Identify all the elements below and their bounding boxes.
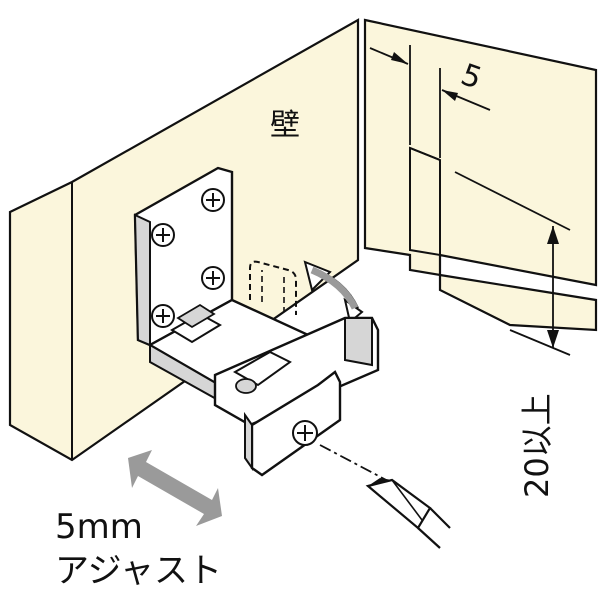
adjust-amount-label: 5mm — [55, 507, 143, 547]
phillips-screw-icon — [292, 420, 318, 446]
notch-top-edge — [409, 147, 441, 161]
door-panel — [363, 18, 598, 332]
latch-spring — [235, 378, 257, 394]
gap-arrowhead-right — [442, 90, 458, 101]
catch-pin-ghost — [249, 260, 297, 315]
screw-axis-line — [319, 444, 391, 483]
screwdriver-guide — [319, 444, 451, 549]
phillips-screw-icon — [201, 266, 225, 290]
slot-shadow — [176, 303, 216, 329]
height-extension-top — [454, 171, 571, 231]
catch-pin-ghost-inner — [261, 270, 285, 312]
adjust-arrow — [128, 450, 222, 526]
latch-housing-side — [344, 317, 373, 367]
height-requirement-label: 20以上 — [518, 393, 556, 498]
double-arrow-icon — [310, 266, 359, 310]
door-notch — [409, 146, 441, 257]
phillips-screw-icon — [151, 223, 175, 247]
height-arrowhead-bottom — [547, 330, 559, 348]
front-plate-edge — [244, 411, 253, 472]
bracket-back-plate-edge — [133, 213, 151, 347]
front-mount-plate — [250, 370, 342, 477]
phillips-screw-icon — [201, 188, 225, 212]
height-extension-bottom — [509, 329, 571, 356]
wall-label: 壁 — [270, 108, 300, 143]
door-lower-face — [438, 273, 598, 332]
gap-arrowhead-left — [391, 52, 408, 64]
double-arrow-icon — [128, 450, 222, 526]
adjust-word-label: アジャスト — [55, 551, 222, 591]
height-dimension: 20以上 — [454, 171, 571, 498]
bracket-assembly — [133, 166, 380, 477]
phillips-screw-icon — [151, 304, 175, 328]
height-arrowhead-top — [547, 226, 559, 244]
screwdriver-icon — [365, 478, 451, 549]
